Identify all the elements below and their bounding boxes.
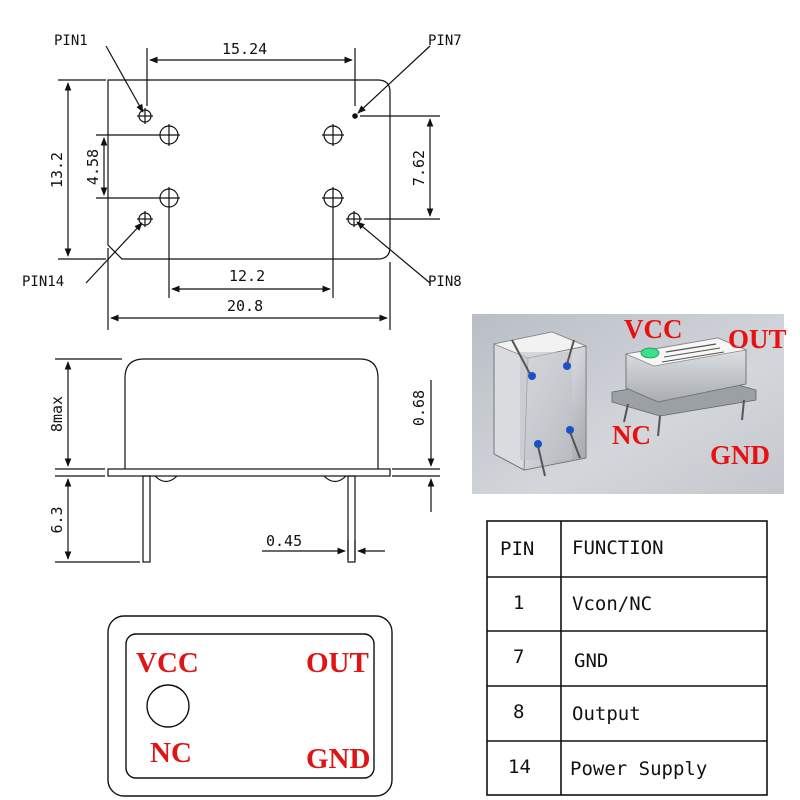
table-row-4-pin: 14 [508,756,531,778]
photo-oscillator-left [492,331,588,477]
side-view-pin-right [347,475,356,563]
dim-0-45: 0.45 [266,532,302,550]
pin-hole-5 [322,187,344,209]
side-view-body [124,358,379,469]
dim-12-2: 12.2 [229,267,265,285]
pin-hole-8 [346,211,362,227]
table-row-2-pin: 7 [513,646,524,668]
orientation-dot [146,684,190,728]
pin-hole-1 [137,108,153,124]
dim-20-8: 20.8 [227,297,263,315]
dim-8max: 8max [48,396,66,432]
side-view [55,358,440,563]
top-view [58,45,440,330]
photo-gnd-label: GND [710,440,770,470]
side-view-flange [107,468,391,477]
pin1-label: PIN1 [54,33,88,49]
dim-15-24: 15.24 [222,40,267,58]
pin8-leader [356,221,431,284]
pin-function-table [486,520,768,796]
dim-4-58: 4.58 [84,149,102,185]
dim-13-2: 13.2 [48,152,66,188]
marking-inner-frame [125,633,375,779]
pin-hole-4 [158,187,180,209]
table-row-4-function: Power Supply [570,758,707,780]
side-view-notch-left [154,475,178,483]
marking-outer-frame [107,615,393,797]
pin-7-dot [352,113,358,119]
dim-6-3: 6.3 [48,506,66,533]
top-view-outline [107,79,391,260]
dim-0-68: 0.68 [410,390,428,426]
table-row-1-function: Vcon/NC [572,593,652,615]
table-row-1-pin: 1 [513,592,524,614]
marking-nc-label: NC [150,737,192,769]
side-view-pin-left [142,475,151,563]
table-row-3-pin: 8 [513,701,524,723]
table-row-2-function: GND [574,650,608,672]
marking-view [107,615,393,797]
pin14-label: PIN14 [22,274,64,290]
pin8-label: PIN8 [428,274,462,290]
photo-out-label: OUT [728,324,787,354]
pin14-leader [85,222,143,284]
photo-nc-label: NC [612,420,651,450]
dim-7-62: 7.62 [410,150,428,186]
marking-out-label: OUT [306,647,369,679]
marking-vcc-label: VCC [136,647,199,679]
table-header-function: FUNCTION [572,537,664,559]
table-header-pin: PIN [500,538,534,560]
pin-hole-14 [137,211,153,227]
marking-gnd-label: GND [306,743,370,775]
pin-hole-3 [322,124,344,146]
pin1-leader [105,45,144,113]
table-row-3-function: Output [572,703,641,725]
pin7-label: PIN7 [428,33,462,49]
pin7-leader [357,45,431,114]
photo-vcc-label: VCC [624,314,683,344]
product-photo [472,314,784,494]
pin-hole-2 [158,124,180,146]
photo-oscillator-right [611,337,757,437]
side-view-notch-right [323,475,347,483]
